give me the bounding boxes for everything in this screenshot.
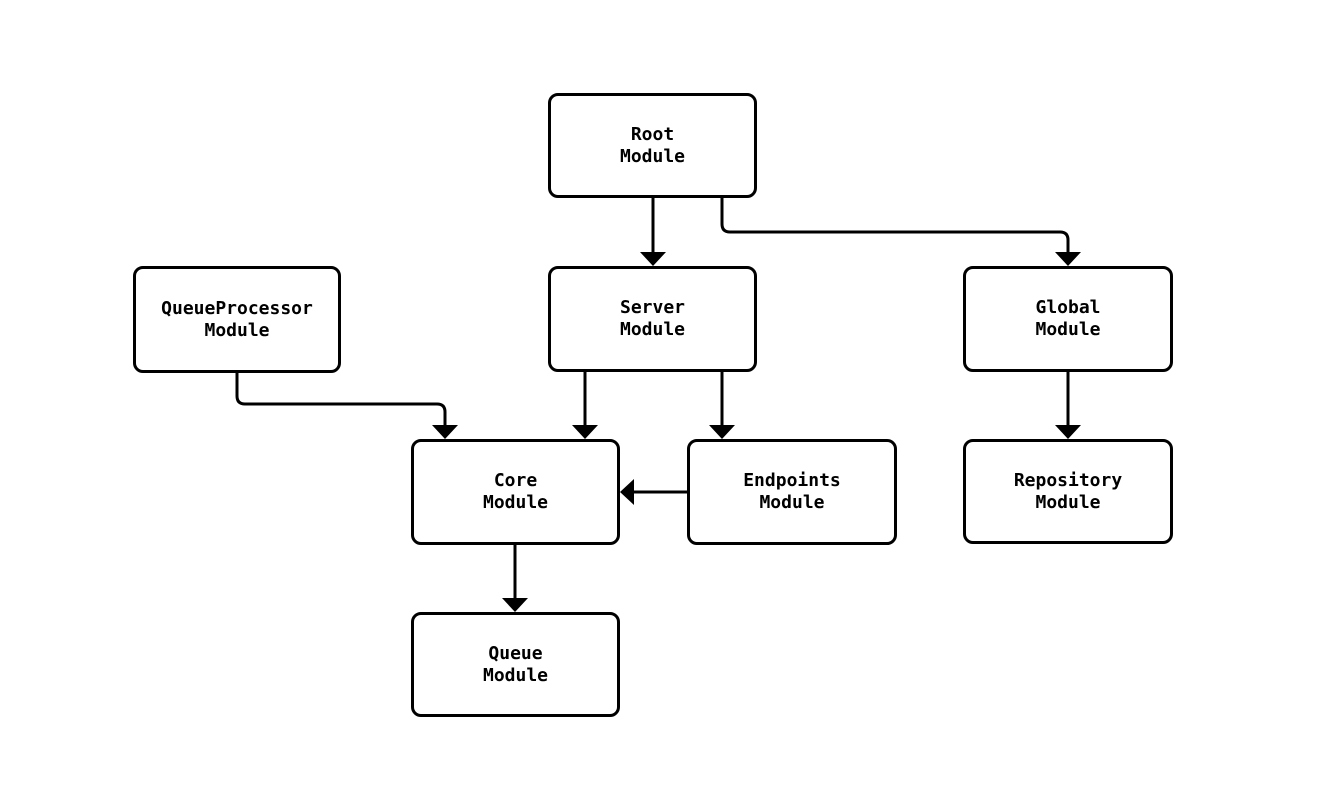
node-endpoints-module: Endpoints Module bbox=[687, 439, 897, 545]
arrowhead-endpoints-to-core bbox=[620, 479, 634, 505]
node-global-module: Global Module bbox=[963, 266, 1173, 372]
node-queueprocessor-module: QueueProcessor Module bbox=[133, 266, 341, 373]
node-queue-module-label: Queue Module bbox=[482, 642, 549, 686]
arrowhead-global-to-repository bbox=[1055, 425, 1081, 439]
arrowhead-root-to-server bbox=[640, 252, 666, 266]
arrowhead-server-to-endpoints bbox=[709, 425, 735, 439]
node-global-module-label: Global Module bbox=[1035, 297, 1101, 340]
edge-root-to-global bbox=[720, 198, 1070, 253]
node-server-module-label: Server Module bbox=[619, 297, 686, 340]
node-repository-module-label: Repository Module bbox=[1013, 469, 1123, 513]
edge-queueprocessor-to-core bbox=[235, 373, 447, 426]
node-core-module-label: Core Module bbox=[482, 470, 549, 513]
arrowhead-server-to-core bbox=[572, 425, 598, 439]
node-queueprocessor-module-label: QueueProcessor Module bbox=[161, 297, 313, 341]
node-repository-module: Repository Module bbox=[963, 439, 1173, 544]
node-root-module-label: Root Module bbox=[619, 123, 686, 167]
arrowhead-core-to-queue bbox=[502, 598, 528, 612]
node-queue-module: Queue Module bbox=[411, 612, 620, 717]
node-core-module: Core Module bbox=[411, 439, 620, 545]
node-endpoints-module-label: Endpoints Module bbox=[743, 470, 841, 513]
arrowhead-queueprocessor-to-core bbox=[432, 425, 458, 439]
node-root-module: Root Module bbox=[548, 93, 757, 198]
node-server-module: Server Module bbox=[548, 266, 757, 372]
arrowhead-root-to-global bbox=[1055, 252, 1081, 266]
